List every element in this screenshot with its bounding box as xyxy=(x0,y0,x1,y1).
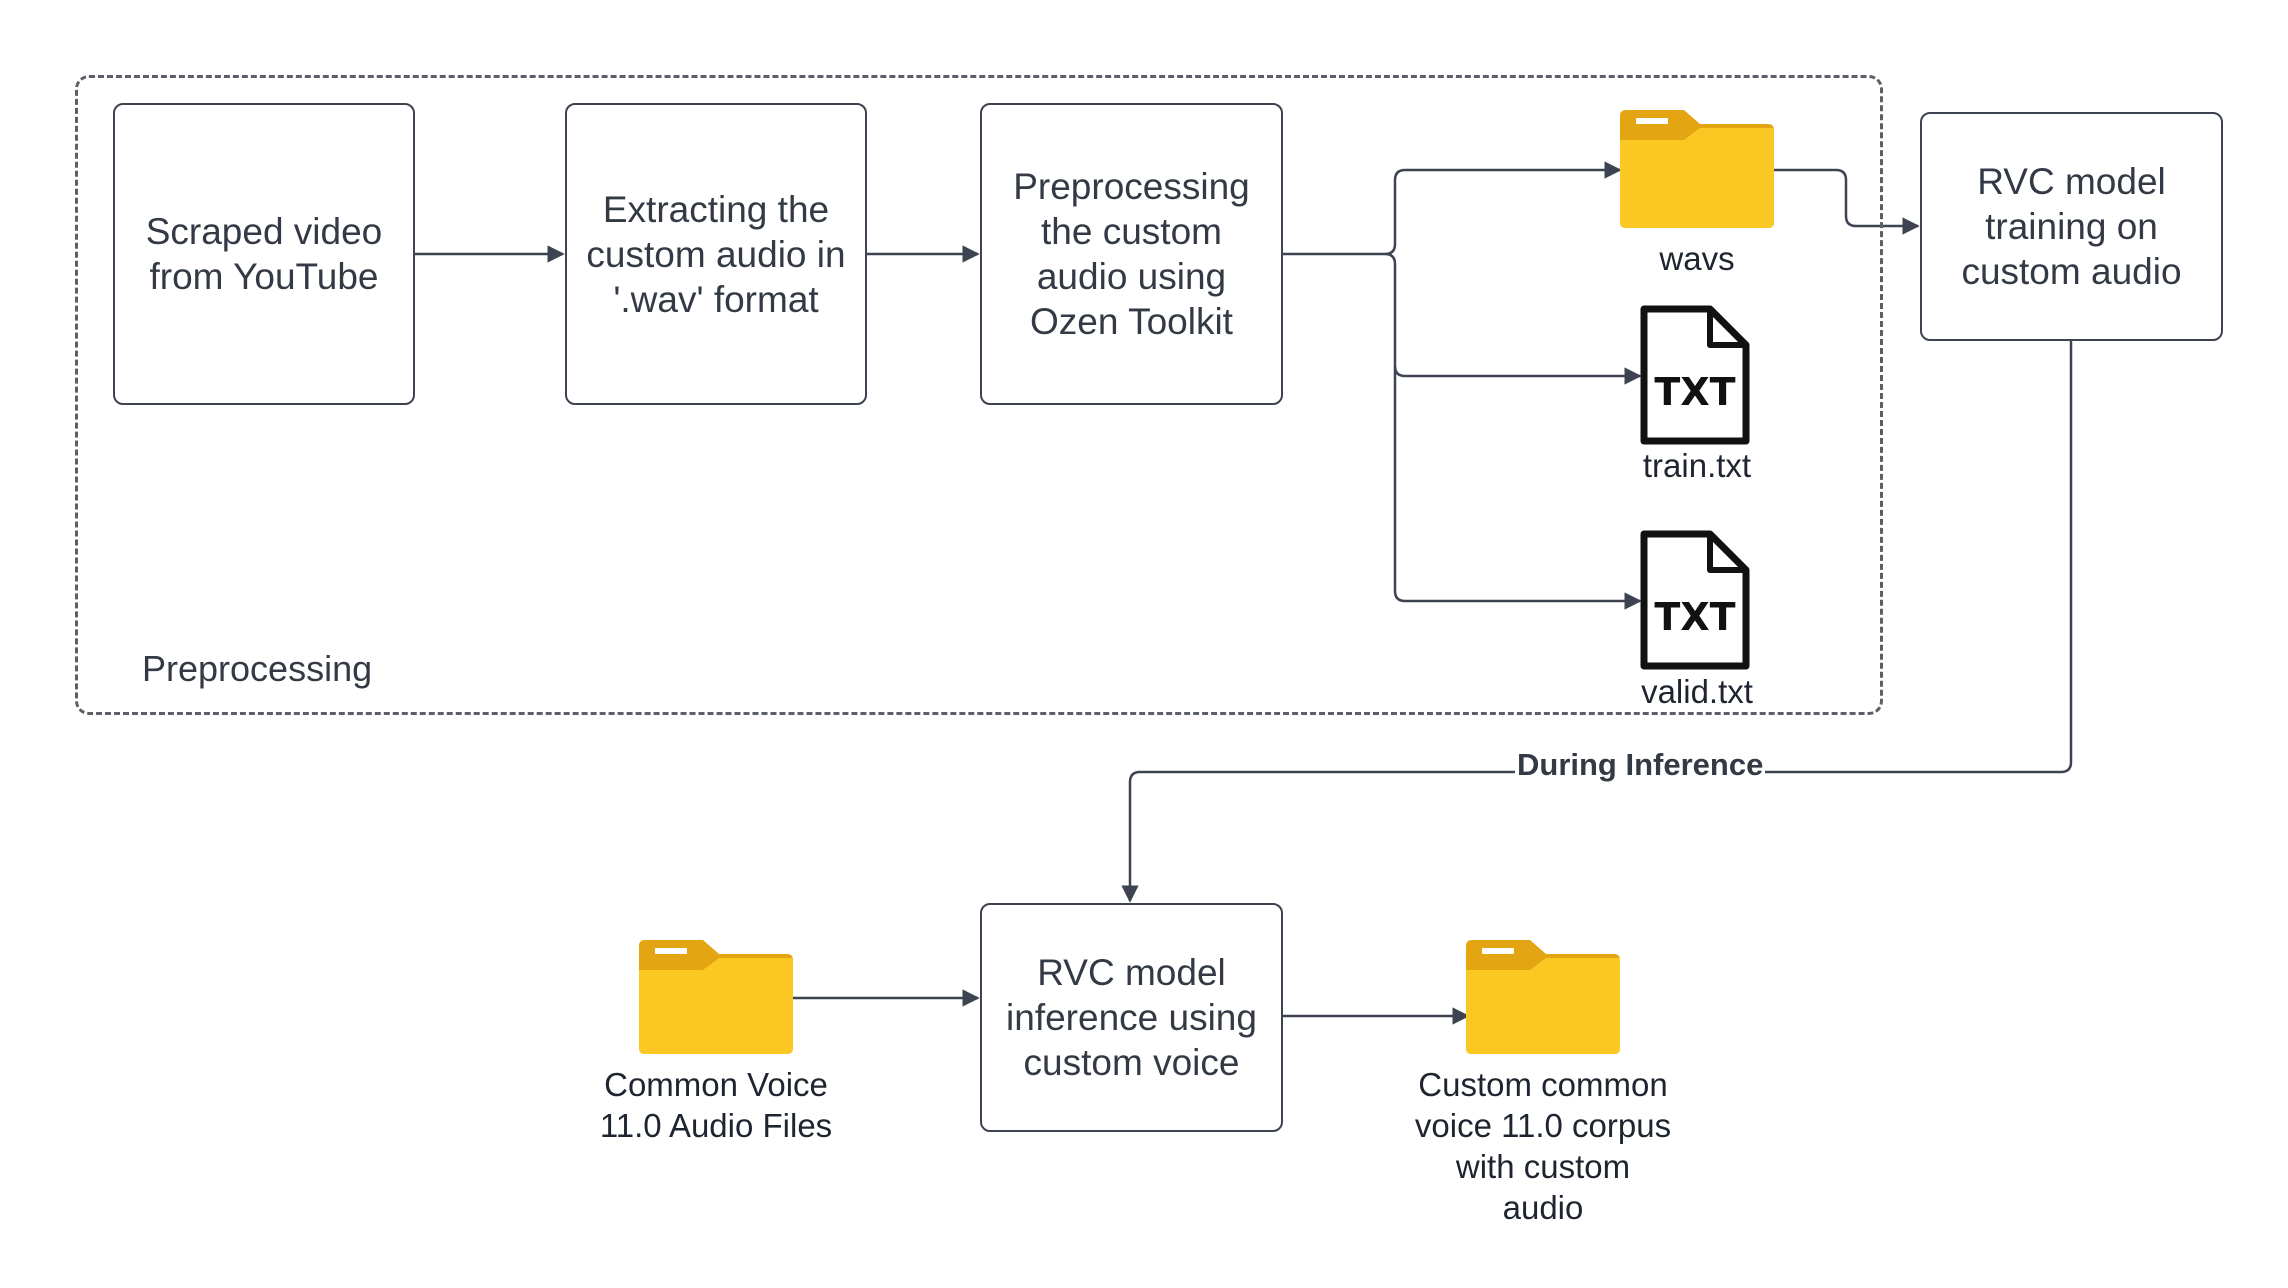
arrow-wavs-to-training xyxy=(1773,168,1920,235)
preprocessing-group xyxy=(75,75,1883,715)
node-rvc-inference: RVC model inference using custom voice xyxy=(980,903,1283,1132)
preprocessing-group-label: Preprocessing xyxy=(142,648,373,689)
valid-txt-label: valid.txt xyxy=(1641,673,1753,710)
node-rvc-training: RVC model training on custom audio xyxy=(1920,112,2223,341)
node-rvc-training-text: RVC model training on custom audio xyxy=(1961,161,2182,292)
node-extract-audio-text: Extracting the custom audio in '.wav' fo… xyxy=(586,188,846,320)
train-txt-icon-text: TXT xyxy=(1654,370,1735,414)
node-extract-audio: Extracting the custom audio in '.wav' fo… xyxy=(565,103,867,405)
arrow-preprocess-to-valid xyxy=(1393,366,1642,610)
node-preprocess-ozen: Preprocessing the custom audio using Oze… xyxy=(980,103,1283,405)
custom-corpus-folder-icon xyxy=(1466,940,1620,1054)
during-inference-label: During Inference xyxy=(1515,747,1766,783)
node-rvc-inference-text: RVC model inference using custom voice xyxy=(1006,952,1257,1083)
wavs-label: wavs xyxy=(1659,240,1735,277)
custom-corpus-label: Custom common voice 11.0 corpus with cus… xyxy=(1414,1066,1672,1226)
train-txt-label: train.txt xyxy=(1642,447,1752,484)
node-scraped-video: Scraped video from YouTube xyxy=(113,103,415,405)
common-voice-label: Common Voice 11.0 Audio Files xyxy=(599,1066,833,1144)
valid-txt-icon-text: TXT xyxy=(1654,595,1735,639)
node-scraped-video-text: Scraped video from YouTube xyxy=(145,211,383,297)
common-voice-folder-icon xyxy=(639,940,793,1054)
train-txt-file-icon: TXT xyxy=(1640,305,1750,445)
wavs-folder-icon xyxy=(1620,110,1774,228)
valid-txt-file-icon: TXT xyxy=(1640,530,1750,670)
node-preprocess-ozen-text: Preprocessing the custom audio using Oze… xyxy=(1013,166,1250,342)
